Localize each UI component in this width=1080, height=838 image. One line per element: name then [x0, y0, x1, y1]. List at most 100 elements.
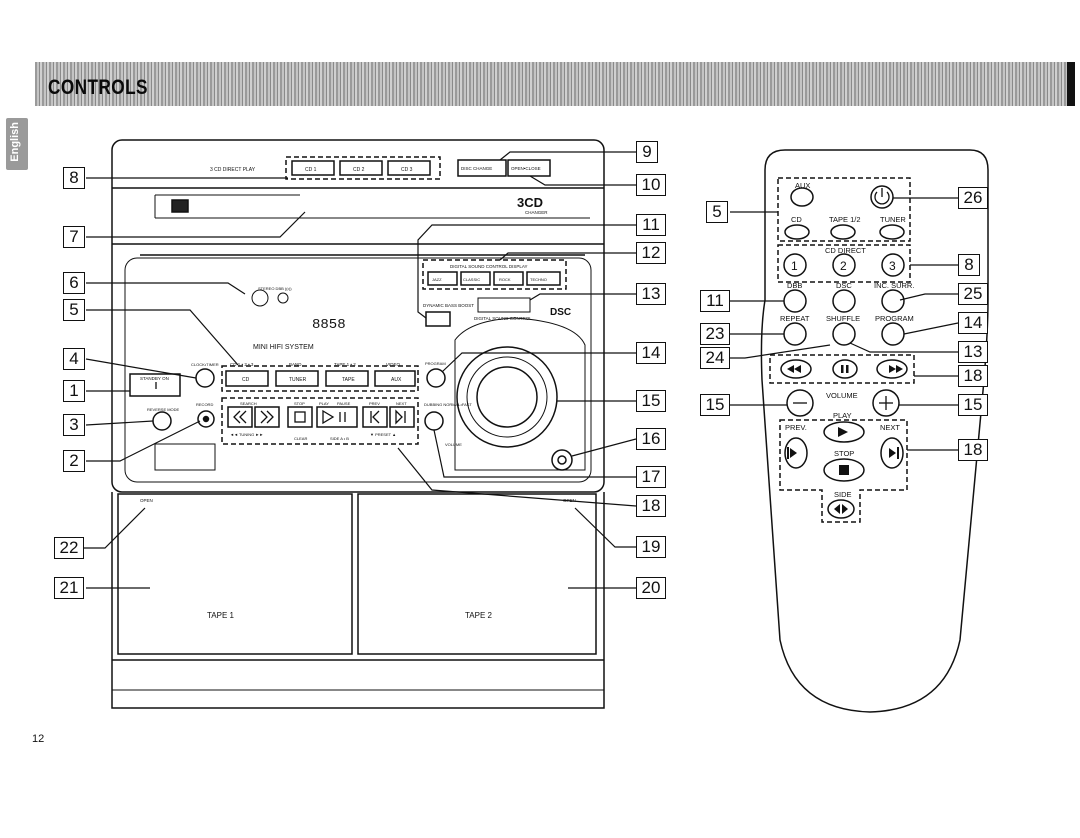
transport-preset: ▼ PRESET ▲ — [370, 432, 396, 437]
standby-on-label: STANDBY ON — [140, 376, 169, 381]
remote-dsc-label: DSC — [836, 281, 852, 290]
changer-sub: CHANGER — [525, 210, 548, 215]
remote-repeat-label: REPEAT — [780, 314, 810, 323]
remote-dbb-button[interactable] — [783, 289, 807, 313]
disc-change-button[interactable] — [457, 159, 507, 177]
callout-13: 13 — [636, 283, 666, 305]
source-tape-button[interactable] — [325, 370, 369, 387]
transport-side: SIDE A • B — [330, 436, 349, 441]
callout-9: 9 — [636, 141, 658, 163]
program-button[interactable] — [426, 368, 446, 388]
remote-next-button[interactable] — [880, 437, 904, 469]
transport-clear: CLEAR — [294, 436, 307, 441]
remote-callout-25: 25 — [958, 283, 988, 305]
remote-cd-button[interactable] — [784, 224, 810, 240]
remote-repeat-button[interactable] — [783, 322, 807, 346]
next-button[interactable] — [389, 406, 415, 428]
reverse-mode-button[interactable] — [152, 411, 172, 431]
volume-knob[interactable] — [476, 366, 538, 428]
source-label-tape: TAPE 1 • 2 — [334, 362, 356, 367]
changer-logo: 3CD — [517, 195, 543, 210]
tape2-door[interactable] — [357, 493, 597, 655]
remote-tuner-button[interactable] — [879, 224, 905, 240]
open-close-button[interactable] — [507, 159, 551, 177]
remote-body — [760, 149, 989, 713]
techno-button[interactable] — [526, 271, 561, 286]
disc-change-label: DISC CHANGE — [461, 166, 492, 171]
tape-section — [111, 492, 605, 709]
source-tape-text: TAPE — [342, 377, 355, 383]
remote-tape-button[interactable] — [830, 224, 856, 240]
standby-on-button[interactable] — [129, 373, 181, 397]
remote-ffwd-button[interactable] — [876, 359, 908, 379]
search-back-button[interactable] — [227, 406, 253, 428]
classic-button[interactable] — [460, 271, 491, 286]
callout-11: 11 — [636, 214, 666, 236]
cd1-button[interactable] — [291, 160, 335, 176]
remote-cd1-num: 1 — [791, 259, 798, 273]
remote-incsurr-button[interactable] — [881, 289, 905, 313]
source-tuner-button[interactable] — [275, 370, 319, 387]
callout-8: 8 — [63, 167, 85, 189]
tape1-label: TAPE 1 — [207, 611, 235, 620]
stop-button[interactable] — [287, 406, 313, 428]
clock-timer-button[interactable] — [195, 368, 215, 388]
prev-button[interactable] — [362, 406, 388, 428]
remote-program-button[interactable] — [881, 322, 905, 346]
dbb-button[interactable] — [425, 311, 451, 327]
dsc-ring — [456, 346, 558, 448]
remote-cd1-button[interactable] — [783, 253, 807, 277]
cd-direct-label: 3 CD DIRECT PLAY — [210, 167, 256, 173]
remote-incsurr-label: INC. SURR. — [874, 281, 914, 290]
callout-12: 12 — [636, 242, 666, 264]
tape1-door[interactable] — [117, 493, 353, 655]
play-pause-button[interactable] — [316, 406, 358, 428]
record-button[interactable] — [197, 410, 215, 428]
remote-tuner-label: TUNER — [880, 215, 906, 224]
remote-dbb-label: DBB — [787, 281, 802, 290]
tape2-open-label: OPEN — [563, 498, 576, 503]
dubbing-button[interactable] — [424, 411, 444, 431]
remote-program-label: PROGRAM — [875, 314, 914, 323]
cd3-button[interactable] — [387, 160, 431, 176]
remote-cd2-button[interactable] — [832, 253, 856, 277]
remote-prev-button[interactable] — [784, 437, 808, 469]
callout-3: 3 — [63, 414, 85, 436]
transport-next: NEXT — [396, 401, 407, 406]
source-aux-button[interactable] — [374, 370, 416, 387]
source-aux-text: AUX — [391, 377, 402, 383]
cd2-label: CD 2 — [353, 167, 365, 173]
remote-rewind-button[interactable] — [780, 359, 812, 379]
jazz-button[interactable] — [427, 271, 458, 286]
callout-1: 1 — [63, 380, 85, 402]
remote-callout-15r: 15 — [958, 394, 988, 416]
remote-shuffle-button[interactable] — [832, 322, 856, 346]
remote-stop-label: STOP — [834, 449, 854, 458]
remote-standby-button[interactable] — [870, 185, 894, 209]
dsc-label: DIGITAL SOUND CONTROL — [474, 316, 532, 321]
remote-play-label: PLAY — [833, 411, 852, 420]
callout-20: 20 — [636, 577, 666, 599]
remote-shuffle-label: SHUFFLE — [826, 314, 860, 323]
remote-callout-5: 5 — [706, 201, 728, 223]
remote-vol-minus-button[interactable] — [786, 389, 814, 417]
cd2-button[interactable] — [339, 160, 383, 176]
remote-side-button[interactable] — [827, 499, 855, 519]
rock-button[interactable] — [493, 271, 524, 286]
remote-play-button[interactable] — [823, 421, 865, 443]
transport-play: PLAY — [319, 401, 329, 406]
remote-aux-button[interactable] — [790, 187, 814, 207]
headphone-jack[interactable] — [551, 449, 573, 471]
remote-dsc-button[interactable] — [832, 289, 856, 313]
remote-vol-plus-button[interactable] — [872, 389, 900, 417]
callout-14: 14 — [636, 342, 666, 364]
remote-cd3-button[interactable] — [881, 253, 905, 277]
remote-pause-button[interactable] — [832, 359, 858, 379]
search-forward-button[interactable] — [254, 406, 280, 428]
source-cd-button[interactable] — [225, 370, 269, 387]
dbb-label: DYNAMIC BASS BOOST — [423, 303, 474, 308]
remote-callout-8: 8 — [958, 254, 980, 276]
rock-label: ROCK — [499, 277, 511, 282]
source-cd-text: CD — [242, 377, 250, 383]
remote-stop-button[interactable] — [823, 458, 865, 482]
